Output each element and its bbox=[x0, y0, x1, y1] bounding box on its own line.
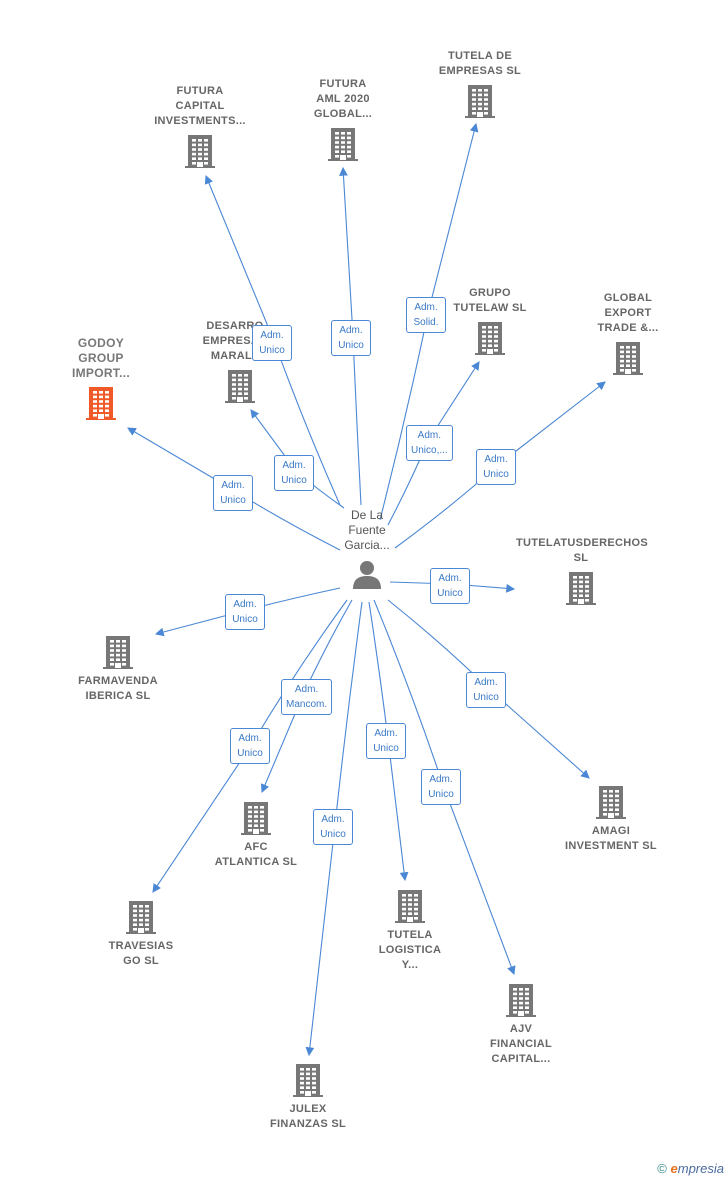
building-icon bbox=[191, 800, 321, 836]
company-node-grupo-tutelaw[interactable]: GRUPO TUTELAW SL bbox=[425, 286, 555, 356]
company-label: TRAVESIAS GO SL bbox=[108, 940, 174, 967]
company-label: GODOY GROUP IMPORT... bbox=[71, 336, 131, 380]
building-icon bbox=[243, 1062, 373, 1098]
building-icon bbox=[425, 320, 555, 356]
relation-label-desarrollos[interactable]: Adm. Unico bbox=[274, 455, 314, 491]
company-label: TUTELA LOGISTICA Y... bbox=[378, 929, 442, 971]
company-label: GRUPO TUTELAW SL bbox=[453, 287, 527, 314]
company-node-global-export[interactable]: GLOBAL EXPORT TRADE &... bbox=[563, 291, 693, 376]
center-person-label: De La Fuente Garcia... bbox=[344, 508, 390, 552]
building-icon bbox=[53, 634, 183, 670]
relation-label-travesias[interactable]: Adm. Unico bbox=[230, 728, 270, 764]
company-node-tutela-logistica[interactable]: TUTELA LOGISTICA Y... bbox=[345, 888, 475, 973]
relation-label-tutelatusderechos[interactable]: Adm. Unico bbox=[430, 568, 470, 604]
brand-e: e bbox=[670, 1161, 678, 1176]
copyright-symbol: © bbox=[657, 1161, 667, 1176]
company-node-amagi[interactable]: AMAGI INVESTMENT SL bbox=[546, 784, 676, 854]
relation-label-farmavenda[interactable]: Adm. Unico bbox=[225, 594, 265, 630]
relation-label-julex[interactable]: Adm. Unico bbox=[313, 809, 353, 845]
building-icon bbox=[278, 126, 408, 162]
building-icon bbox=[563, 340, 693, 376]
building-icon bbox=[456, 982, 586, 1018]
relation-label-tutela-logistica[interactable]: Adm. Unico bbox=[366, 723, 406, 759]
company-label: GLOBAL EXPORT TRADE &... bbox=[597, 292, 659, 334]
building-icon bbox=[546, 784, 676, 820]
company-label: FARMAVENDA IBERICA SL bbox=[78, 675, 158, 702]
company-node-afc[interactable]: AFC ATLANTICA SL bbox=[191, 800, 321, 870]
building-icon bbox=[76, 899, 206, 935]
company-node-julex[interactable]: JULEX FINANZAS SL bbox=[243, 1062, 373, 1132]
building-icon bbox=[36, 385, 166, 421]
relation-label-grupo-tutelaw[interactable]: Adm. Unico,... bbox=[406, 425, 453, 461]
company-label: FUTURA AML 2020 GLOBAL... bbox=[313, 78, 373, 120]
building-icon bbox=[516, 570, 646, 606]
company-node-farmavenda[interactable]: FARMAVENDA IBERICA SL bbox=[53, 634, 183, 704]
relation-label-global-export[interactable]: Adm. Unico bbox=[476, 449, 516, 485]
company-label: TUTELA DE EMPRESAS SL bbox=[438, 50, 522, 77]
building-icon bbox=[415, 83, 545, 119]
building-icon bbox=[175, 368, 305, 404]
center-person[interactable]: De La Fuente Garcia... bbox=[322, 508, 412, 596]
relation-label-tutela-empresas[interactable]: Adm. Solid. bbox=[406, 297, 446, 333]
relation-label-afc[interactable]: Adm. Mancom. bbox=[281, 679, 333, 715]
relation-label-amagi[interactable]: Adm. Unico bbox=[466, 672, 506, 708]
company-node-tutelatusderechos[interactable]: TUTELATUSDERECHOS SL bbox=[516, 536, 649, 606]
company-label: AMAGI INVESTMENT SL bbox=[565, 825, 657, 852]
company-label: TUTELATUSDERECHOS SL bbox=[516, 537, 649, 564]
brand-name: mpresia bbox=[677, 1161, 724, 1176]
company-label: JULEX FINANZAS SL bbox=[269, 1103, 347, 1130]
footer-brand: © empresia bbox=[657, 1161, 724, 1176]
relation-label-futura-capital[interactable]: Adm. Unico bbox=[252, 325, 292, 361]
company-node-futura-capital[interactable]: FUTURA CAPITAL INVESTMENTS... bbox=[135, 84, 265, 169]
relation-label-godoy[interactable]: Adm. Unico bbox=[213, 475, 253, 511]
relation-label-futura-aml[interactable]: Adm. Unico bbox=[331, 320, 371, 356]
person-icon bbox=[353, 561, 381, 589]
company-label: AJV FINANCIAL CAPITAL... bbox=[490, 1023, 552, 1065]
company-node-tutela-empresas[interactable]: TUTELA DE EMPRESAS SL bbox=[415, 49, 545, 119]
building-icon bbox=[135, 133, 265, 169]
company-node-futura-aml[interactable]: FUTURA AML 2020 GLOBAL... bbox=[278, 77, 408, 162]
company-node-ajv[interactable]: AJV FINANCIAL CAPITAL... bbox=[456, 982, 586, 1067]
company-label: FUTURA CAPITAL INVESTMENTS... bbox=[154, 85, 246, 127]
company-node-godoy[interactable]: GODOY GROUP IMPORT... bbox=[36, 336, 166, 421]
building-icon bbox=[345, 888, 475, 924]
company-label: AFC ATLANTICA SL bbox=[214, 841, 298, 868]
relation-label-ajv[interactable]: Adm. Unico bbox=[421, 769, 461, 805]
company-node-travesias[interactable]: TRAVESIAS GO SL bbox=[76, 899, 206, 969]
